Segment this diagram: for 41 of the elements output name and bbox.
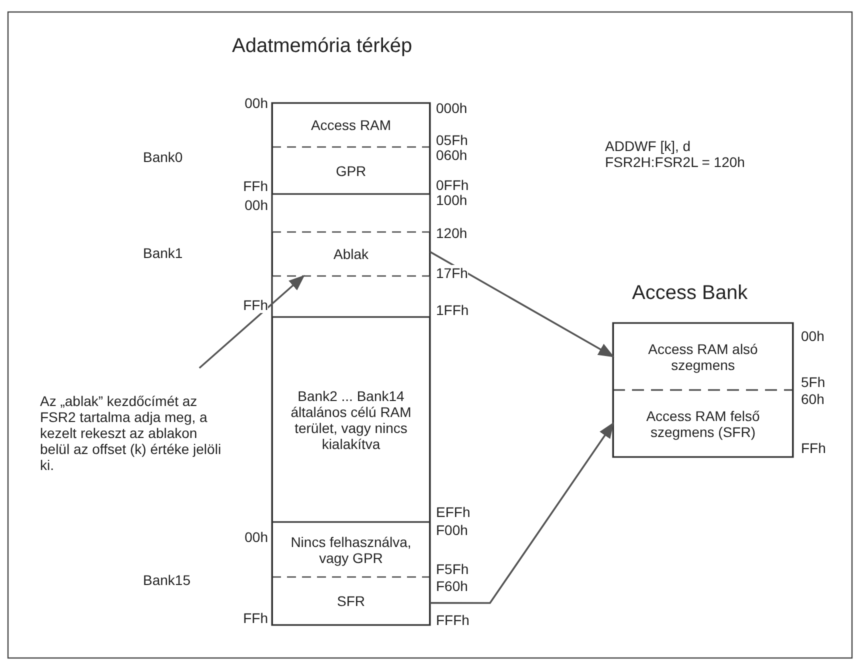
address-label: 100h	[436, 192, 468, 208]
address-label: 00h	[244, 529, 268, 545]
instruction-text: FSR2H:FSR2L = 120h	[605, 154, 745, 170]
segment-label: Access RAM alsó szegmens	[647, 340, 759, 372]
address-label: 17Fh	[436, 265, 468, 281]
address-label: 00h	[244, 197, 268, 213]
segment-label: Access RAM	[310, 117, 392, 133]
address-label: 120h	[436, 225, 468, 241]
annotation-text: Az „ablak” kezdőcímét az FSR2 tartalma adja meg, a kezelt rekeszt az ablakon belül az offset (k) értéke jelöli ki.	[39, 393, 222, 473]
instruction-text: ADDWF [k], d	[605, 138, 691, 154]
address-label: FFh	[243, 297, 268, 313]
address-label: FFh	[243, 610, 268, 626]
address-label: 000h	[436, 100, 468, 116]
address-label: F60h	[436, 578, 468, 594]
address-label: 60h	[801, 391, 824, 407]
address-label: FFh	[801, 440, 826, 456]
segment-label: GPR	[334, 162, 368, 178]
segment-label: Ablak	[332, 246, 370, 262]
segment-label: Nincs felhasználva, vagy GPR	[290, 534, 412, 566]
arrow	[198, 274, 305, 369]
bank-label: Bank15	[143, 572, 190, 588]
segment-label: Access RAM felső szegmens (SFR)	[645, 408, 761, 440]
address-label: 1FFh	[436, 302, 469, 318]
address-label: FFFh	[436, 612, 470, 628]
address-label: F00h	[436, 522, 468, 538]
address-label: F5Fh	[436, 561, 469, 577]
address-label: 05Fh	[436, 132, 468, 148]
address-label: 00h	[244, 95, 268, 111]
address-label: 00h	[801, 328, 824, 344]
address-label: FFh	[243, 178, 268, 194]
address-label: 5Fh	[801, 374, 826, 390]
address-label: 0FFh	[436, 177, 469, 193]
address-label: EFFh	[436, 504, 470, 520]
bank-label: Bank0	[143, 149, 183, 165]
arrow	[430, 251, 614, 358]
bank-label: Bank1	[143, 245, 183, 261]
diagram-title: Adatmemória térkép	[232, 34, 412, 58]
segment-label: SFR	[336, 593, 366, 609]
address-label: 060h	[436, 147, 468, 163]
segment-label: Bank2 ... Bank14 általános célú RAM terület, vagy nincs kialakítva	[290, 388, 412, 452]
arrow	[430, 422, 614, 604]
